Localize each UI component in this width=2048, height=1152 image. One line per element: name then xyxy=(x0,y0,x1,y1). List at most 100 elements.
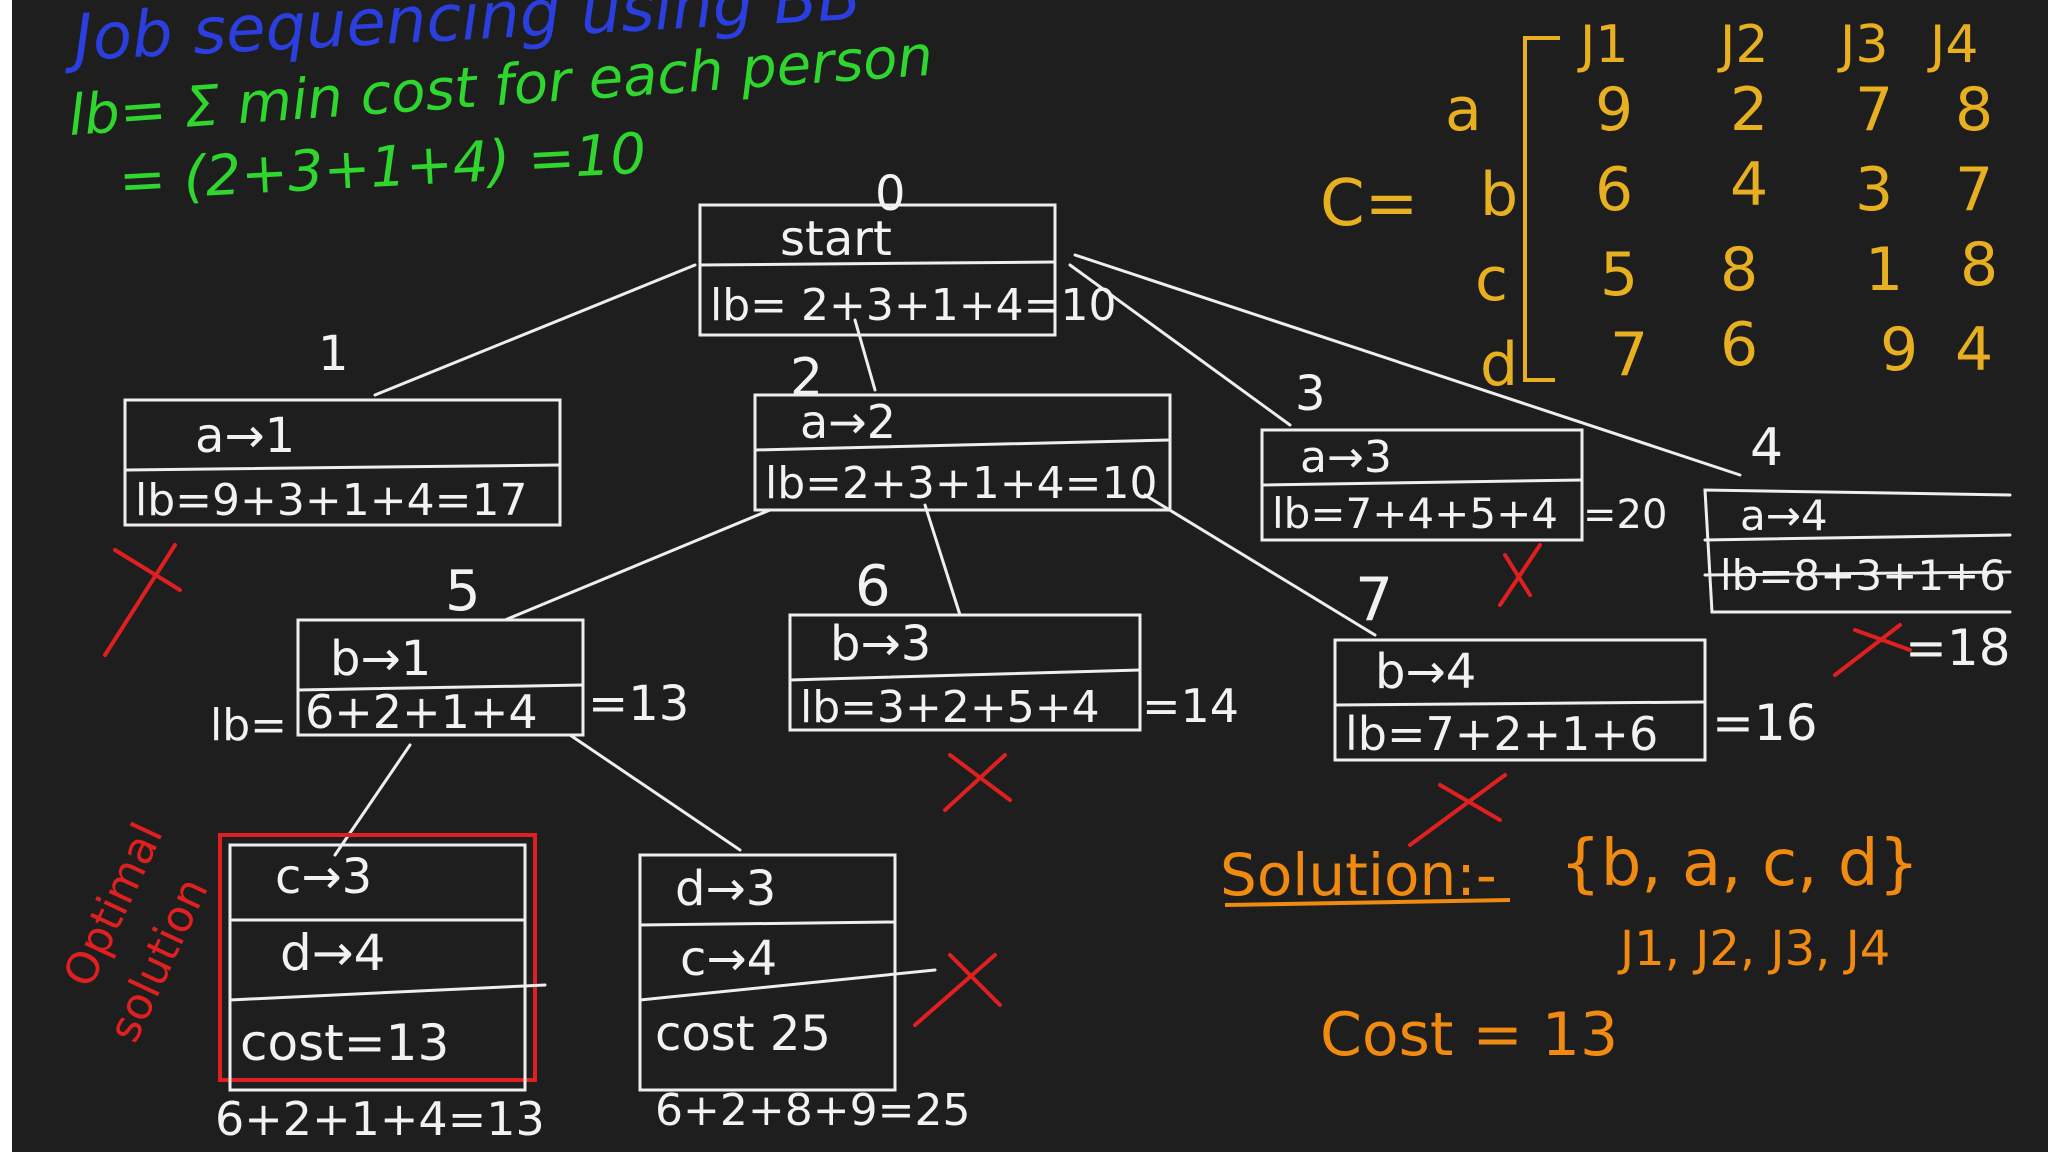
node-prefix: lb= xyxy=(210,700,287,751)
node-number: 4 xyxy=(1750,418,1783,478)
node-3: 3 a→3 lb=7+4+5+4 =20 xyxy=(1260,366,1667,607)
node-divider xyxy=(638,920,897,927)
node-number: 7 xyxy=(1355,565,1393,635)
node-line1: a→4 xyxy=(1740,491,1828,540)
matrix-cell: 4 xyxy=(1730,150,1768,220)
node-suffix: =18 xyxy=(1905,619,2011,677)
solution-cost: Cost = 13 xyxy=(1320,1000,1618,1070)
node-box xyxy=(1703,488,2012,614)
matrix-row-b: b 6 4 3 7 xyxy=(1480,150,1993,230)
matrix-cell: 9 xyxy=(1880,315,1918,385)
leaf-b: d→3 c→4 cost 25 6+2+8+9=25 xyxy=(638,853,1002,1136)
node-line2: lb=3+2+5+4 xyxy=(800,682,1100,733)
matrix-cell: 8 xyxy=(1960,230,1998,300)
edge-2-5 xyxy=(503,508,772,622)
matrix-col-header: J4 xyxy=(1927,15,1978,75)
node-line2: 6+2+1+4 xyxy=(305,685,538,739)
optimal-highlight xyxy=(218,833,537,1082)
matrix-cell: 9 xyxy=(1595,75,1633,145)
node-line1: c→3 xyxy=(275,849,372,905)
node-suffix: =16 xyxy=(1712,694,1818,752)
node-number: 3 xyxy=(1295,366,1326,422)
matrix-cell: 2 xyxy=(1730,75,1768,145)
node-line2: lb=7+2+1+6 xyxy=(1345,707,1658,761)
node-divider xyxy=(698,260,1057,267)
node-line2: lb=2+3+1+4=10 xyxy=(765,458,1157,509)
node-line2: lb=9+3+1+4=17 xyxy=(135,475,527,526)
node-2: 2 a→2 lb=2+3+1+4=10 xyxy=(753,348,1172,512)
node-line1: a→2 xyxy=(800,395,896,449)
node-line1: start xyxy=(780,211,892,267)
matrix-cell: 7 xyxy=(1955,155,1993,225)
matrix-cell: 7 xyxy=(1610,320,1648,390)
node-5: 5 b→1 lb= 6+2+1+4 =13 xyxy=(210,559,689,751)
pruned-mark xyxy=(943,753,1012,812)
edge-0-3 xyxy=(1068,263,1292,427)
row-label: c xyxy=(1475,245,1508,315)
solution-set: {b, a, c, d} xyxy=(1560,827,1919,901)
node-line3: cost 25 xyxy=(655,1006,831,1062)
matrix-row-c: c 5 8 1 8 xyxy=(1475,230,1998,315)
node-number: 0 xyxy=(875,166,906,222)
pruned-mark xyxy=(1498,543,1542,607)
edge-0-4 xyxy=(1073,253,1742,477)
node-1: 1 a→1 lb=9+3+1+4=17 xyxy=(103,326,562,657)
matrix-cell: 7 xyxy=(1855,75,1893,145)
matrix-header-row: J1 J2 J3 J4 xyxy=(1577,15,1978,75)
node-line2: lb=8+3+1+6 xyxy=(1720,551,2006,600)
node-suffix: =20 xyxy=(1583,492,1667,538)
node-divider xyxy=(1333,700,1707,707)
matrix-cell: 8 xyxy=(1720,235,1758,305)
pruned-mark xyxy=(1833,623,1912,677)
matrix-col-header: J3 xyxy=(1837,15,1888,75)
tree-edges xyxy=(333,253,1742,857)
node-number: 6 xyxy=(855,554,891,619)
pruned-mark xyxy=(1408,773,1507,847)
node-divider xyxy=(296,683,585,692)
row-label: d xyxy=(1480,330,1518,400)
node-box xyxy=(753,393,1172,512)
node-number: 1 xyxy=(318,326,349,382)
matrix-bracket xyxy=(1523,36,1560,382)
node-line1: b→3 xyxy=(830,616,931,672)
node-box xyxy=(228,843,527,1092)
matrix-col-header: J1 xyxy=(1577,15,1628,75)
solution-text: Solution:- xyxy=(1220,841,1497,909)
leaf-optimal: c→3 d→4 cost=13 6+2+1+4=13 xyxy=(215,833,547,1146)
node-line1: d→3 xyxy=(675,861,776,917)
matrix-cell: 5 xyxy=(1600,240,1638,310)
node-number: 2 xyxy=(790,348,823,408)
solution-block: Solution:- {b, a, c, d} J1, J2, J3, J4 C… xyxy=(1220,827,1919,1070)
matrix-cell: 6 xyxy=(1720,310,1758,380)
edge-0-1 xyxy=(373,263,697,397)
matrix-cell: 1 xyxy=(1865,235,1903,305)
node-4: 4 a→4 lb=8+3+1+6 =18 xyxy=(1703,418,2012,677)
pruned-mark xyxy=(103,543,182,657)
node-7: 7 b→4 lb=7+2+1+6 =16 xyxy=(1333,565,1818,847)
node-line1: b→4 xyxy=(1375,644,1476,700)
node-6: 6 b→3 lb=3+2+5+4 =14 xyxy=(788,554,1239,812)
matrix-col-header: J2 xyxy=(1717,15,1768,75)
cost-matrix: C= J1 J2 J3 J4 a 9 2 7 8 b 6 4 3 7 c 5 8… xyxy=(1320,15,1998,400)
node-divider xyxy=(228,983,547,1002)
node-divider xyxy=(638,968,937,1002)
matrix-row-d: d 7 6 9 4 xyxy=(1480,310,1993,400)
matrix-cell: 6 xyxy=(1595,155,1633,225)
node-divider xyxy=(123,463,562,472)
matrix-cell: 4 xyxy=(1955,315,1993,385)
edge-2-6 xyxy=(923,503,962,617)
node-suffix: =13 xyxy=(588,676,689,732)
node-divider xyxy=(753,438,1172,452)
node-divider xyxy=(1260,478,1584,487)
node-line1: a→3 xyxy=(1300,432,1392,483)
node-box xyxy=(123,398,562,527)
edge-2-7 xyxy=(1143,493,1377,637)
row-label: b xyxy=(1480,160,1518,230)
node-box xyxy=(698,203,1057,337)
node-line2: d→4 xyxy=(280,924,385,982)
node-below: 6+2+1+4=13 xyxy=(215,1092,545,1146)
solution-underline xyxy=(1224,898,1511,907)
solution-jobs: J1, J2, J3, J4 xyxy=(1617,921,1890,977)
node-below: 6+2+8+9=25 xyxy=(655,1085,970,1136)
